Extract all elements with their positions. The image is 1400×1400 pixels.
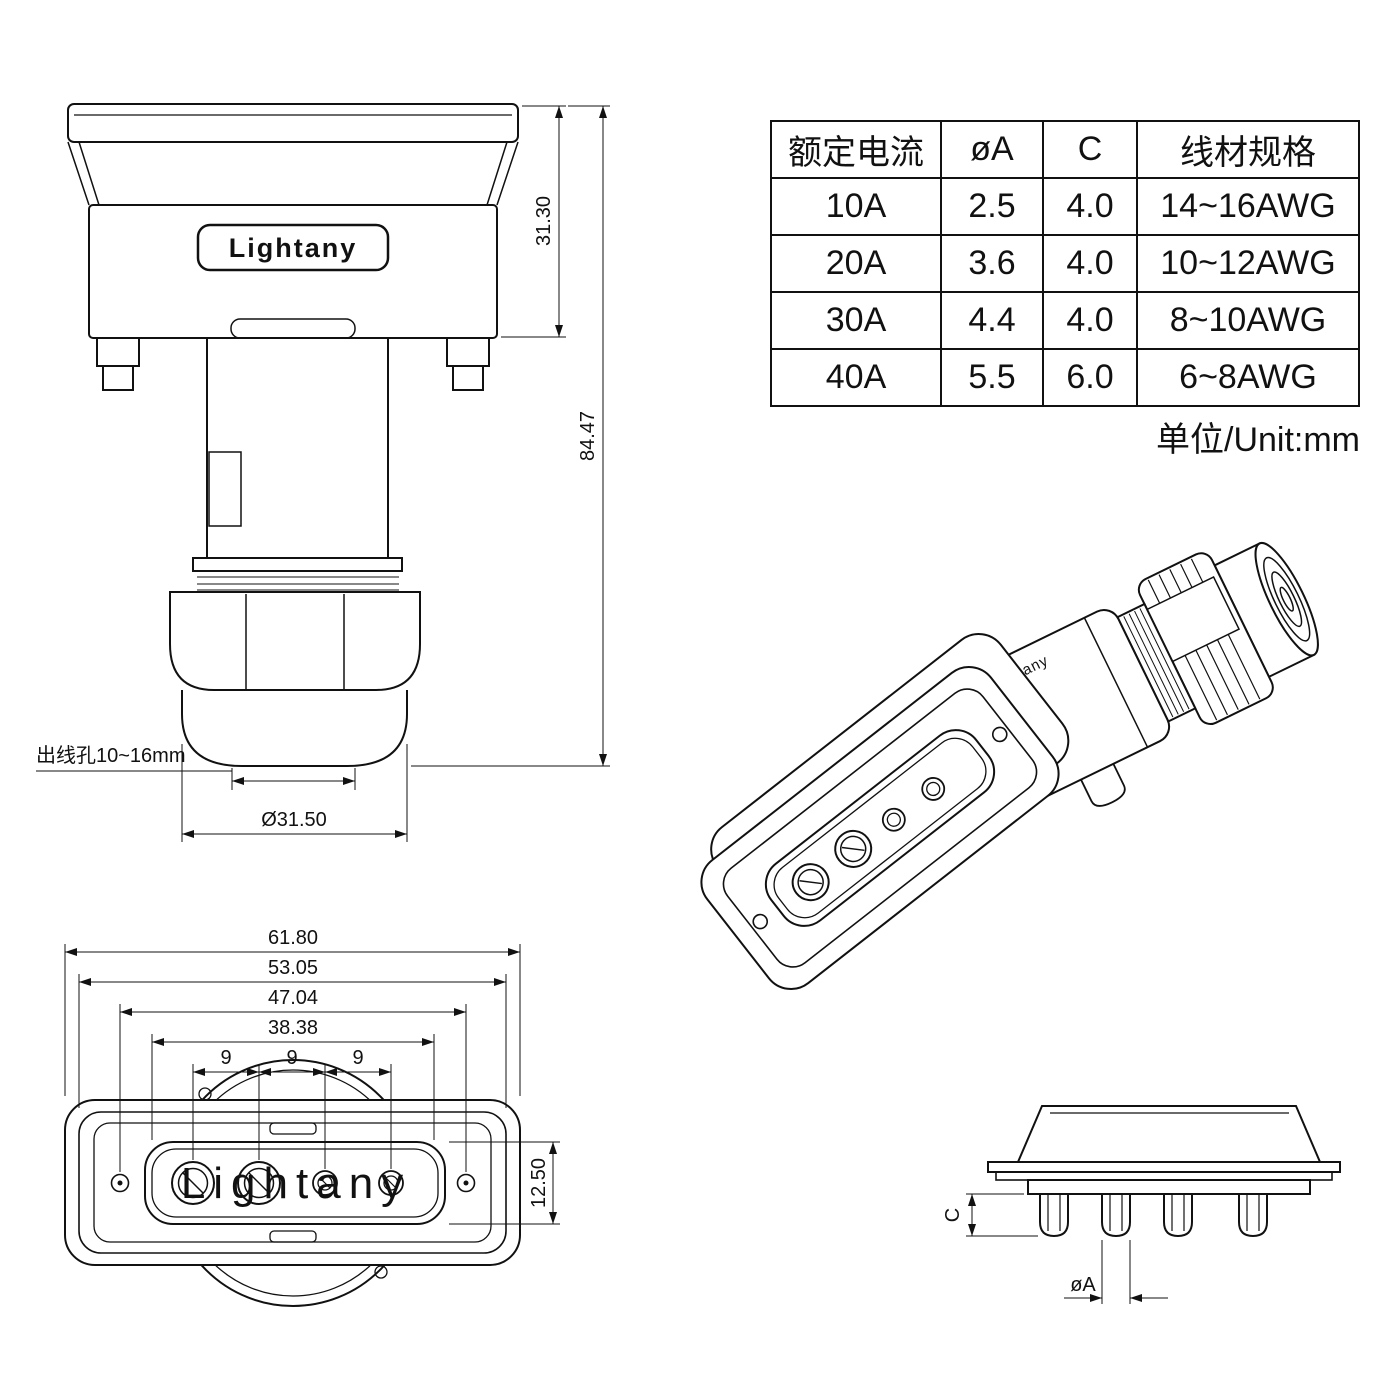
insert-base	[1027, 1179, 1311, 1195]
dim-insert-width: 38.38	[268, 1017, 318, 1039]
side-view	[987, 1105, 1341, 1238]
cell-current: 20A	[770, 234, 942, 293]
cell-wire-spec: 8~10AWG	[1136, 291, 1360, 350]
cell-diameter-a: 5.5	[940, 348, 1044, 407]
key-top	[269, 1122, 317, 1135]
gland-screw-top	[198, 1087, 212, 1101]
cable-hole-label: 出线孔10~16mm	[36, 744, 186, 767]
dim-mount-span: 47.04	[268, 987, 318, 1009]
contacts	[171, 1161, 404, 1205]
table-row: 30A 4.4 4.0 8~10AWG	[770, 291, 1360, 350]
dim-pitch-c: 9	[352, 1047, 363, 1069]
table-row: 40A 5.5 6.0 6~8AWG	[770, 348, 1360, 407]
front-view-top-cap	[67, 103, 519, 206]
cell-c: 6.0	[1042, 348, 1138, 407]
key-bottom	[269, 1230, 317, 1243]
side-view-dimensions: C øA	[942, 1193, 1168, 1304]
cell-c: 4.0	[1042, 291, 1138, 350]
table-row: 10A 2.5 4.0 14~16AWG	[770, 177, 1360, 236]
front-view-body: Lightany	[88, 204, 498, 391]
cell-current: 10A	[770, 177, 942, 236]
cell-wire-spec: 10~12AWG	[1136, 234, 1360, 293]
col-header-c: C	[1042, 120, 1138, 179]
iso-mount-hole-right	[991, 726, 1008, 743]
gland-nut	[169, 591, 421, 691]
dim-pitch-b: 9	[286, 1047, 297, 1069]
front-view-dimensions: 31.30 84.47 出线孔10~16mm Ø31.50	[36, 105, 610, 842]
dim-total-height: 84.47	[577, 411, 599, 461]
spec-table: 额定电流 øA C 线材规格 10A 2.5 4.0 14~16AWG 20A …	[770, 120, 1360, 407]
dim-gland-diameter: Ø31.50	[261, 809, 327, 831]
dim-pin-depth: C	[942, 1208, 964, 1222]
brand-logo: Lightany	[229, 233, 358, 263]
cell-diameter-a: 4.4	[940, 291, 1044, 350]
flange-plate	[987, 1161, 1341, 1173]
iso-contacts	[791, 777, 946, 902]
front-view-stem	[206, 338, 389, 558]
cell-wire-spec: 6~8AWG	[1136, 348, 1360, 407]
dim-shell-width: 53.05	[268, 957, 318, 979]
iso-mount-hole-left	[752, 913, 769, 930]
unit-note: 单位/Unit:mm	[1156, 421, 1360, 459]
iso-flange-front	[700, 666, 1060, 990]
iso-view: Lightany	[700, 541, 1319, 990]
cell-c: 4.0	[1042, 177, 1138, 236]
bottom-view: Lightany	[64, 1059, 521, 1307]
cell-wire-spec: 14~16AWG	[1136, 177, 1360, 236]
col-header-current: 额定电流	[770, 120, 942, 179]
cell-diameter-a: 3.6	[940, 234, 1044, 293]
cell-current: 40A	[770, 348, 942, 407]
cell-current: 30A	[770, 291, 942, 350]
watermark: Lightany	[181, 1159, 411, 1208]
cell-c: 4.0	[1042, 234, 1138, 293]
table-row: 20A 3.6 4.0 10~12AWG	[770, 234, 1360, 293]
thread-lines	[197, 576, 399, 591]
dim-pitch-a: 9	[220, 1047, 231, 1069]
front-view: Lightany	[67, 103, 519, 767]
gland-dome	[181, 690, 408, 767]
iso-insert	[764, 729, 996, 927]
pins	[1039, 1194, 1268, 1238]
mounting-feet	[96, 338, 490, 391]
table-header-row: 额定电流 øA C 线材规格	[770, 120, 1360, 179]
hood-outline	[1016, 1105, 1322, 1163]
col-header-wire-spec: 线材规格	[1136, 120, 1360, 179]
col-header-diameter-a: øA	[940, 120, 1044, 179]
cell-diameter-a: 2.5	[940, 177, 1044, 236]
brand-badge	[196, 223, 390, 272]
dim-flange-height: 31.30	[533, 196, 555, 246]
dim-insert-height: 12.50	[528, 1158, 550, 1208]
iso-flange-assembly	[700, 633, 1070, 990]
gland-screw-bottom	[374, 1265, 388, 1279]
front-view-gland	[169, 557, 421, 767]
bottom-view-dimensions: 61.80 53.05 47.04 38.38 9 9 9 12.50	[64, 927, 560, 1225]
insert-outline	[144, 1141, 446, 1225]
mount-holes	[110, 1173, 476, 1193]
dim-total-width: 61.80	[268, 927, 318, 949]
dim-pin-diameter: øA	[1070, 1274, 1096, 1296]
